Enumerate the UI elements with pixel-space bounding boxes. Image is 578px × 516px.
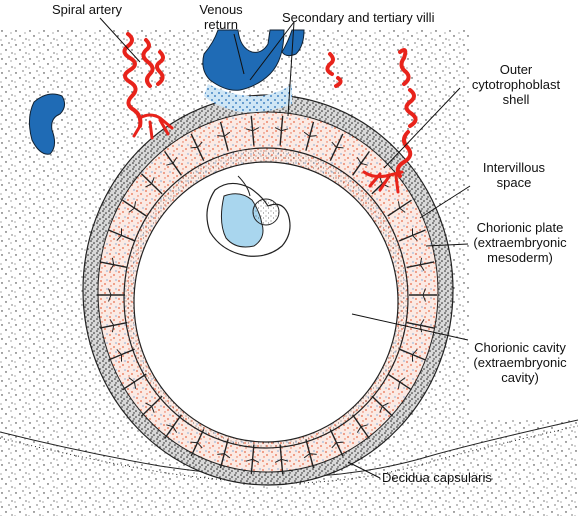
villus-branch: [274, 458, 289, 463]
label-outer-cytotrophoblast-shell: Outer cytotrophoblast shell: [471, 62, 561, 107]
villus-branch: [145, 177, 155, 188]
villus-branch: [217, 131, 231, 137]
villus-branch: [109, 319, 115, 333]
villus-branch: [190, 141, 203, 149]
villus-branch: [397, 377, 406, 389]
villus-branch: [356, 157, 368, 166]
embryo-disc: [206, 175, 291, 257]
label-chorionic-plate: Chorionic plate (extraembryonic mesoderm…: [473, 220, 567, 265]
villus-branch: [397, 201, 406, 213]
villus-branch: [379, 177, 389, 188]
villus-branch: [331, 441, 344, 449]
villus-branch: [166, 424, 178, 433]
villus-branch: [303, 453, 317, 459]
villus-branch: [217, 453, 231, 459]
label-spiral-artery: Spiral artery: [51, 2, 123, 17]
label-intervillous-space: Intervillous space: [482, 160, 546, 190]
chorionic-villi: [97, 115, 437, 475]
villus-branch: [422, 288, 426, 302]
leader-lines: [99, 17, 471, 479]
villus-branch: [303, 131, 317, 137]
villus-branch: [145, 402, 155, 413]
label-chorionic-cavity: Chorionic cavity (extraembryonic cavity): [473, 340, 567, 385]
villus-branch: [274, 127, 289, 132]
villus-branch: [128, 377, 137, 389]
villus-branch: [190, 441, 203, 449]
chorionic-cavity: [133, 161, 399, 443]
venous-return-vessel: [28, 29, 305, 155]
villus-branch: [166, 157, 178, 166]
label-decidua-capsularis: Decidua capsularis: [382, 470, 492, 485]
villus-branch: [379, 402, 389, 413]
villus-branch: [128, 201, 137, 213]
villus-branch: [116, 349, 122, 362]
spiral-artery-right: [325, 48, 418, 194]
villus-branch: [412, 349, 418, 362]
villus-branch: [245, 458, 260, 463]
villus-branch: [356, 424, 368, 433]
villus-branch: [116, 228, 122, 241]
label-secondary-tertiary-villi: Secondary and tertiary villi: [282, 10, 435, 25]
villus-branch: [331, 141, 344, 149]
villus-branch: [245, 127, 260, 132]
villus-branch: [109, 257, 115, 271]
villus-branch: [108, 288, 112, 302]
villus-branch: [419, 257, 425, 271]
label-venous-return: Venous return: [199, 2, 243, 32]
villus-branch: [412, 228, 418, 241]
